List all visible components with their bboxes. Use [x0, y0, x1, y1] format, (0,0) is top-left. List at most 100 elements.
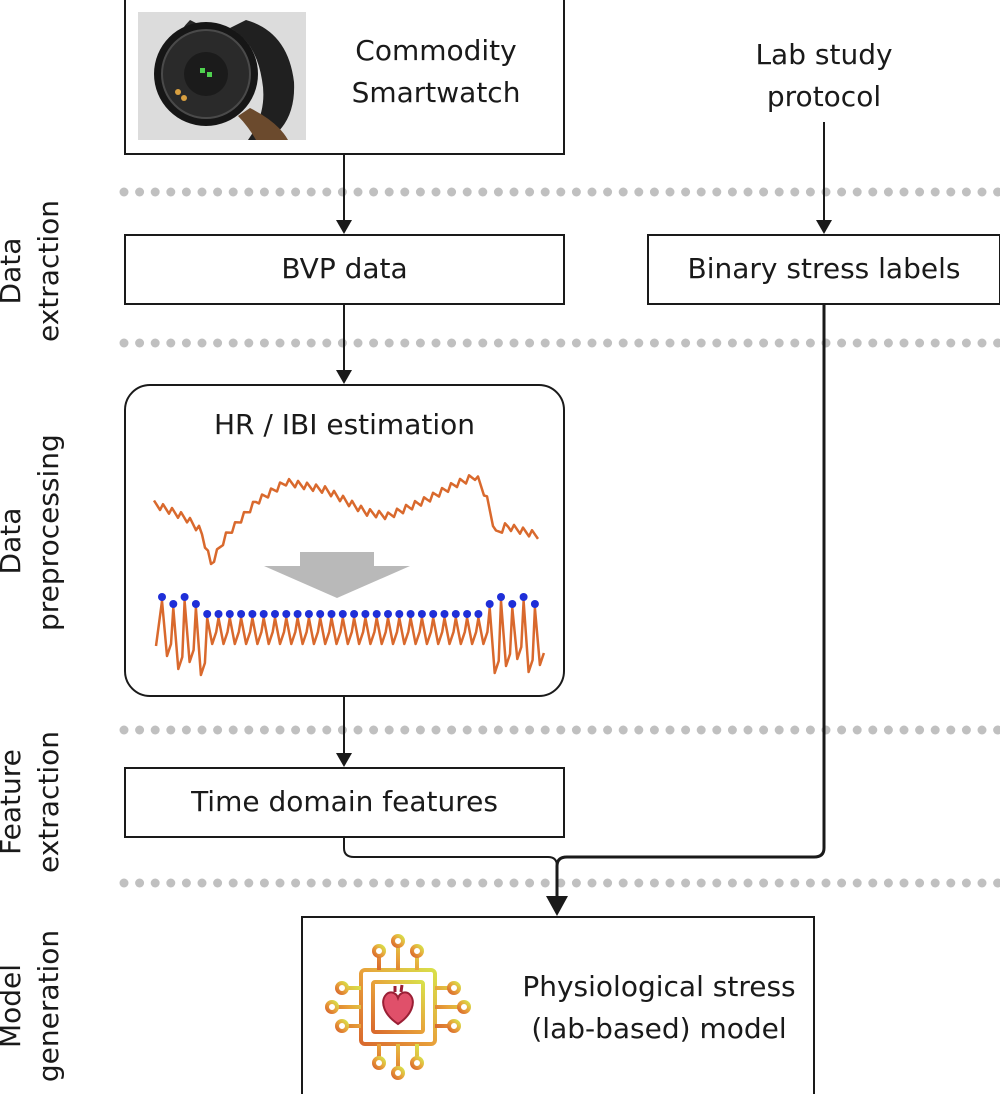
divider-dot [650, 188, 659, 197]
divider-dot [588, 726, 597, 735]
divider-dot [182, 879, 191, 888]
divider-dot [712, 879, 721, 888]
divider-dot [884, 188, 893, 197]
divider-dot [385, 339, 394, 348]
divider-dot [229, 339, 238, 348]
peak-dot [339, 610, 347, 618]
divider-dot [260, 339, 269, 348]
divider-dot [790, 879, 799, 888]
divider-dot [447, 879, 456, 888]
peak-dot [350, 610, 358, 618]
stress-labels-node: Binary stress labels [647, 234, 1000, 305]
peak-dot [384, 610, 392, 618]
divider-dot [135, 339, 144, 348]
divider-dot [276, 726, 285, 735]
divider-dot [775, 188, 784, 197]
smartwatch-node: Commodity Smartwatch [124, 0, 565, 155]
divider-dot [837, 188, 846, 197]
divider-dot [229, 879, 238, 888]
divider-dot [697, 339, 706, 348]
divider-dot [151, 879, 160, 888]
divider-dot [307, 339, 316, 348]
peak-dot [237, 610, 245, 618]
divider-dot [853, 879, 862, 888]
divider-dot [432, 188, 441, 197]
divider-dot [244, 188, 253, 197]
divider-dot [400, 339, 409, 348]
divider-dot [198, 339, 207, 348]
divider-dot [354, 879, 363, 888]
divider-dot [822, 188, 831, 197]
peak-dot [192, 600, 200, 608]
divider-dot [463, 339, 472, 348]
divider-dot [525, 188, 534, 197]
divider-dot [510, 879, 519, 888]
divider-dot [369, 726, 378, 735]
divider-dot [198, 726, 207, 735]
divider-dot [120, 726, 129, 735]
divider-dot [478, 726, 487, 735]
divider-dot [900, 188, 909, 197]
divider-dot [120, 339, 129, 348]
divider-dot [900, 339, 909, 348]
divider-dot [634, 726, 643, 735]
peak-markers [158, 593, 539, 618]
divider-dot [931, 726, 940, 735]
divider-dot [213, 879, 222, 888]
divider-dot [775, 339, 784, 348]
divider-dot [291, 188, 300, 197]
divider-dot [494, 726, 503, 735]
divider-dot [728, 188, 737, 197]
divider-dot [556, 339, 565, 348]
divider-dot [478, 339, 487, 348]
divider-dot [759, 879, 768, 888]
peak-dot [282, 610, 290, 618]
line-labels-to-merge [557, 305, 824, 900]
divider-dot [728, 339, 737, 348]
peak-dot [452, 610, 460, 618]
divider-dot [946, 188, 955, 197]
divider-dot [166, 339, 175, 348]
divider-dot [120, 879, 129, 888]
stress-labels-label: Binary stress labels [649, 248, 999, 290]
divider-dot [385, 879, 394, 888]
divider-dot [182, 188, 191, 197]
divider-dot [619, 339, 628, 348]
divider-dot [634, 339, 643, 348]
divider-dot [650, 879, 659, 888]
divider-dot [182, 726, 191, 735]
bvp-data-node: BVP data [124, 234, 565, 305]
divider-dot [572, 726, 581, 735]
divider-dot [837, 879, 846, 888]
line-features-to-merge [344, 838, 557, 866]
divider-dot [322, 188, 331, 197]
peak-dot [520, 593, 528, 601]
divider-dot [884, 339, 893, 348]
divider-dot [541, 339, 550, 348]
divider-dot [744, 339, 753, 348]
divider-dot [291, 726, 300, 735]
divider-dot [681, 879, 690, 888]
divider-dot [541, 726, 550, 735]
down-arrow-icon [264, 552, 410, 598]
divider-dot [151, 339, 160, 348]
lab-protocol-label: Lab study protocol [704, 34, 944, 118]
divider-dot [385, 726, 394, 735]
divider-dot [182, 339, 191, 348]
divider-dot [900, 726, 909, 735]
divider-dot [556, 188, 565, 197]
divider-dot [541, 879, 550, 888]
peak-dot [169, 600, 177, 608]
divider-dot [837, 339, 846, 348]
divider-dot [962, 188, 971, 197]
divider-dot [291, 339, 300, 348]
divider-dot [354, 188, 363, 197]
divider-dot [619, 726, 628, 735]
divider-dot [244, 339, 253, 348]
divider-dot [712, 726, 721, 735]
peak-dot [508, 600, 516, 608]
divider-dot [213, 726, 222, 735]
raw-bvp-signal [154, 475, 538, 564]
time-features-node: Time domain features [124, 767, 565, 838]
